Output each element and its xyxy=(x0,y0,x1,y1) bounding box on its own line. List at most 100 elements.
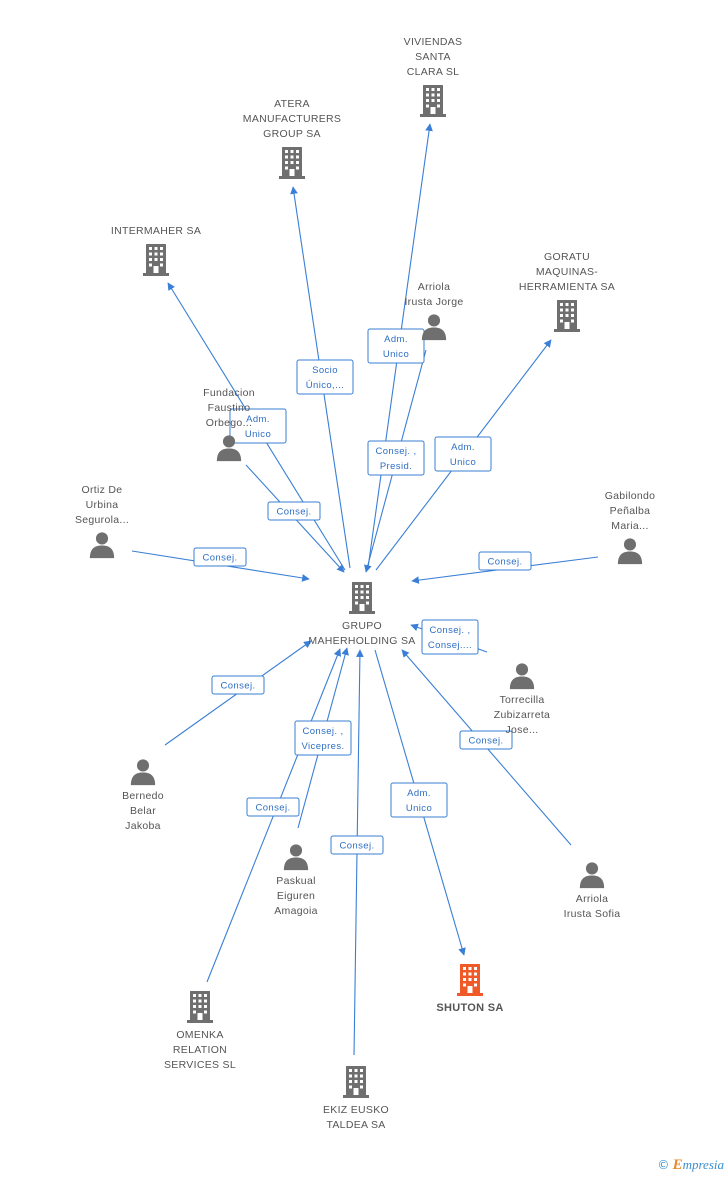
node-label: CLARA SL xyxy=(407,66,460,78)
node-grupo[interactable]: GRUPO MAHERHOLDING SA xyxy=(308,582,415,647)
brand-logo-text: mpresia xyxy=(682,1157,724,1172)
edge-label-text: Consej. xyxy=(202,553,237,564)
edge-label-text: Consej. xyxy=(276,507,311,518)
edge-label-paskual-to-grupo[interactable]: Consej. ,Vicepres. xyxy=(294,720,352,756)
node-label: GROUP SA xyxy=(263,128,321,140)
building-icon xyxy=(349,582,375,614)
node-label: Ortiz De xyxy=(82,484,123,496)
brand-logo-initial: E xyxy=(672,1157,683,1173)
edge-label-ekiz-to-grupo[interactable]: Consej. xyxy=(330,835,384,855)
person-icon xyxy=(509,663,535,690)
node-ortiz[interactable]: Ortiz DeUrbinaSegurola... xyxy=(75,484,129,559)
node-torrecilla[interactable]: TorrecillaZubizarretaJose... xyxy=(494,663,550,736)
edge-label-torrecilla-to-grupo[interactable]: Consej. ,Consej.... xyxy=(421,619,479,655)
edge-label-text: Consej.... xyxy=(428,640,472,651)
node-label: Eiguren xyxy=(277,890,315,902)
node-label: Belar xyxy=(130,805,156,817)
edge-labels-layer: Adm.UnicoSocioÚnico,...Adm.UnicoAdm.Unic… xyxy=(193,328,532,855)
edge-label-arriola_jorge-to-grupo[interactable]: Consej. ,Presid. xyxy=(367,440,425,476)
edge-label-text: Consej. xyxy=(487,557,522,568)
node-label: Jose... xyxy=(505,724,538,736)
edge-label-text: Consej. xyxy=(339,841,374,852)
node-gabilondo[interactable]: GabilondoPeñalbaMaria... xyxy=(605,490,656,565)
node-label: Irusta Sofia xyxy=(564,908,621,920)
node-shuton[interactable]: SHUTON SA xyxy=(436,964,503,1014)
node-label: ATERA xyxy=(274,98,310,110)
edge-label-box xyxy=(390,782,448,818)
node-label: Gabilondo xyxy=(605,490,656,502)
edge-label-text: Vicepres. xyxy=(301,741,344,752)
node-label: MAQUINAS- xyxy=(536,266,598,278)
building-icon xyxy=(187,991,213,1023)
person-icon xyxy=(579,862,605,889)
node-label: Arriola xyxy=(418,281,450,293)
edge-label-text: Adm. xyxy=(451,442,475,453)
node-label: Paskual xyxy=(276,875,315,887)
person-icon xyxy=(421,314,447,341)
node-label: Torrecilla xyxy=(499,694,544,706)
node-label: GRUPO xyxy=(342,620,382,632)
nodes-layer: GRUPO MAHERHOLDING SA VIVIENDASSANTACLARA … xyxy=(75,36,655,1131)
person-icon xyxy=(617,538,643,565)
edge-label-box xyxy=(193,547,247,567)
node-fundacion[interactable]: FundacionFaustinoOrbego... xyxy=(203,387,255,462)
person-icon xyxy=(130,759,156,786)
node-label: INTERMAHER SA xyxy=(111,225,201,237)
edge-label-arriola_sofia-to-grupo[interactable]: Consej. xyxy=(459,730,513,750)
edge-label-text: Socio xyxy=(312,365,338,376)
edge-label-box xyxy=(367,440,425,476)
node-label: Faustino xyxy=(208,402,251,414)
edge-label-box xyxy=(296,359,354,395)
edge-label-bernedo-to-grupo[interactable]: Consej. xyxy=(211,675,265,695)
edge-label-grupo-to-intermaher[interactable]: Adm.Unico xyxy=(229,408,287,444)
building-icon xyxy=(554,300,580,332)
edge-label-grupo-to-shuton[interactable]: Adm. Unico xyxy=(390,782,448,818)
edge-label-fundacion-to-grupo[interactable]: Consej. xyxy=(267,501,321,521)
edge-label-omenka-to-grupo[interactable]: Consej. xyxy=(246,797,300,817)
node-label: Arriola xyxy=(576,893,608,905)
node-label: Maria... xyxy=(611,520,648,532)
node-label: EKIZ EUSKO xyxy=(323,1104,389,1116)
edge-label-text: Consej. , xyxy=(375,446,416,457)
edge-label-text: Unico xyxy=(245,429,271,440)
node-label: VIVIENDAS xyxy=(404,36,463,48)
edge-label-box xyxy=(330,835,384,855)
node-label: SERVICES SL xyxy=(164,1059,236,1071)
edge-label-gabilondo-to-grupo[interactable]: Consej. xyxy=(478,551,532,571)
person-icon xyxy=(283,844,309,871)
edge-label-box xyxy=(421,619,479,655)
edge-label-box xyxy=(246,797,300,817)
building-icon xyxy=(279,147,305,179)
edge-label-grupo-to-atera[interactable]: SocioÚnico,... xyxy=(296,359,354,395)
node-label: Orbego... xyxy=(206,417,252,429)
edge-label-box xyxy=(267,501,321,521)
edge-label-box xyxy=(229,408,287,444)
node-label: Fundacion xyxy=(203,387,255,399)
brand-footer[interactable]: © Empresia xyxy=(657,1157,724,1174)
edge-label-box xyxy=(459,730,513,750)
edge-label-text: Adm. xyxy=(384,334,408,345)
building-icon xyxy=(457,964,483,996)
edge-label-text: Unico xyxy=(406,803,432,814)
copyright-symbol: © xyxy=(657,1158,670,1172)
node-label: MAHERHOLDING SA xyxy=(308,635,415,647)
node-label: HERRAMIENTA SA xyxy=(519,281,615,293)
edge-label-ortiz-to-grupo[interactable]: Consej. xyxy=(193,547,247,567)
edge-label-grupo-to-viviendas[interactable]: Adm. Unico xyxy=(367,328,425,364)
edge-label-box xyxy=(294,720,352,756)
edge-label-text: Unico xyxy=(383,349,409,360)
edge-label-box xyxy=(434,436,492,472)
building-icon xyxy=(420,85,446,117)
edge-label-text: Adm. xyxy=(407,788,431,799)
edge-label-grupo-to-goratu[interactable]: Adm.Unico xyxy=(434,436,492,472)
node-intermaher[interactable]: INTERMAHER SA xyxy=(111,225,201,276)
